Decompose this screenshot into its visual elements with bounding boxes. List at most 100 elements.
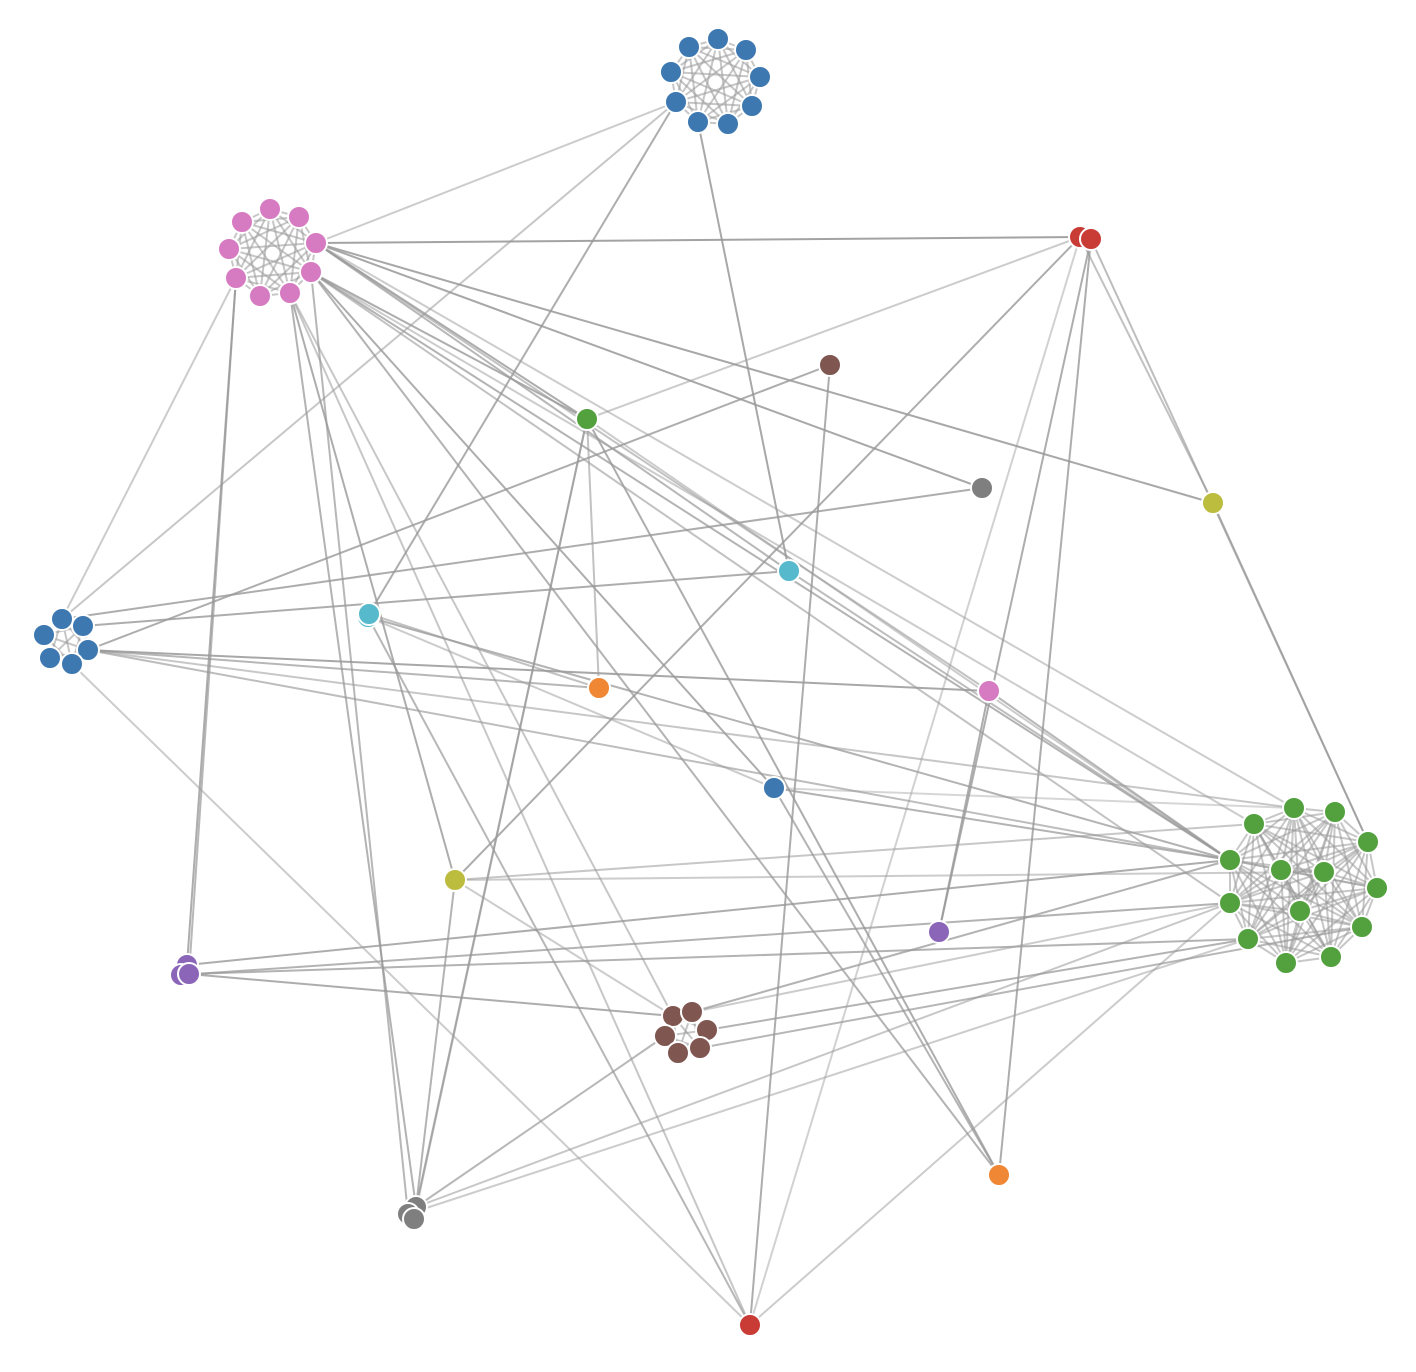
graph-node-green[interactable] — [1365, 876, 1389, 900]
graph-node-green[interactable] — [1350, 915, 1374, 939]
graph-node-brown[interactable] — [653, 1024, 677, 1048]
graph-link — [259, 208, 271, 297]
graph-node-pink[interactable] — [248, 284, 272, 308]
graph-link — [228, 242, 317, 250]
graph-node-pink[interactable] — [258, 197, 282, 221]
graph-node-brown[interactable] — [666, 1041, 690, 1065]
graph-node-blue[interactable] — [762, 776, 786, 800]
graph-node-green[interactable] — [1356, 830, 1380, 854]
graph-node-green[interactable] — [1282, 796, 1306, 820]
graph-link — [454, 823, 1255, 881]
graph-link — [235, 242, 317, 279]
graph-node-blue[interactable] — [71, 614, 95, 638]
graph-node-brown[interactable] — [680, 1000, 704, 1024]
graph-link — [310, 271, 1255, 825]
graph-node-gray[interactable] — [970, 476, 994, 500]
graph-link — [415, 879, 456, 1208]
graph-node-pink[interactable] — [977, 679, 1001, 703]
graph-link — [586, 418, 600, 689]
graph-node-pink[interactable] — [217, 237, 241, 261]
graph-node-brown[interactable] — [818, 353, 842, 377]
graph-link — [315, 101, 677, 244]
graph-link — [367, 616, 751, 1326]
graph-node-green[interactable] — [1242, 812, 1266, 836]
graph-node-green[interactable] — [1288, 899, 1312, 923]
graph-link — [749, 236, 1081, 1326]
graph-link — [235, 271, 312, 279]
graph-node-green[interactable] — [1323, 800, 1347, 824]
graph-node-olive[interactable] — [1201, 491, 1225, 515]
graph-link — [670, 71, 761, 78]
graph-node-red[interactable] — [1079, 227, 1103, 251]
graph-node-green[interactable] — [1274, 951, 1298, 975]
graph-link — [367, 616, 775, 789]
graph-link — [1247, 938, 1332, 958]
graph-link — [367, 616, 1231, 861]
graph-node-blue[interactable] — [32, 623, 56, 647]
graph-node-blue[interactable] — [659, 60, 683, 84]
graph-link — [188, 973, 674, 1017]
graph-node-green[interactable] — [1218, 848, 1242, 872]
graph-link — [61, 277, 237, 620]
graph-link — [289, 292, 674, 1017]
graph-node-pink[interactable] — [299, 260, 323, 284]
graph-node-pink[interactable] — [304, 231, 328, 255]
graph-link — [61, 487, 983, 620]
graph-link — [188, 277, 237, 975]
graph-node-brown[interactable] — [688, 1036, 712, 1060]
graph-node-cyan[interactable] — [357, 602, 381, 626]
graph-link — [1253, 823, 1369, 843]
graph-link — [61, 101, 677, 620]
graph-link — [697, 121, 790, 572]
graph-node-orange[interactable] — [587, 676, 611, 700]
graph-link — [749, 364, 831, 1326]
graph-link — [691, 859, 1231, 1013]
graph-node-blue[interactable] — [686, 110, 710, 134]
graph-node-pink[interactable] — [278, 281, 302, 305]
graph-node-purple[interactable] — [927, 920, 951, 944]
graph-node-blue[interactable] — [734, 38, 758, 62]
graph-node-pink[interactable] — [287, 205, 311, 229]
graph-node-orange[interactable] — [987, 1163, 1011, 1187]
graph-link — [699, 926, 1363, 1049]
graph-node-pink[interactable] — [224, 266, 248, 290]
graph-link — [413, 418, 588, 1220]
graph-node-green[interactable] — [1269, 858, 1293, 882]
graph-node-green[interactable] — [1319, 945, 1343, 969]
graph-link — [289, 292, 456, 881]
graph-node-blue[interactable] — [50, 607, 74, 631]
graph-link — [788, 570, 1231, 861]
graph-node-blue[interactable] — [748, 65, 772, 89]
graph-link — [71, 663, 751, 1326]
graph-node-blue[interactable] — [38, 646, 62, 670]
graph-node-blue[interactable] — [76, 638, 100, 662]
graph-link — [186, 859, 1231, 966]
graph-node-blue[interactable] — [740, 94, 764, 118]
graph-node-olive[interactable] — [443, 868, 467, 892]
graph-node-gray[interactable] — [402, 1207, 426, 1231]
graph-node-green[interactable] — [1312, 860, 1336, 884]
graph-node-red[interactable] — [738, 1313, 762, 1337]
graph-node-pink[interactable] — [230, 210, 254, 234]
graph-node-blue[interactable] — [706, 27, 730, 51]
graph-node-blue[interactable] — [60, 652, 84, 676]
graph-node-blue[interactable] — [677, 35, 701, 59]
graph-link — [1229, 807, 1295, 861]
graph-node-purple[interactable] — [177, 962, 201, 986]
graph-node-cyan[interactable] — [777, 559, 801, 583]
graph-link — [241, 221, 291, 294]
graph-link — [87, 364, 831, 651]
graph-link — [670, 71, 753, 107]
graph-link — [87, 649, 600, 689]
graph-link — [688, 46, 729, 125]
graph-node-blue[interactable] — [664, 90, 688, 114]
graph-link — [289, 292, 751, 1326]
graph-node-green[interactable] — [1218, 891, 1242, 915]
graph-link — [228, 248, 312, 273]
graph-node-green[interactable] — [575, 407, 599, 431]
graph-node-green[interactable] — [1236, 927, 1260, 951]
graph-node-blue[interactable] — [716, 112, 740, 136]
graph-link — [454, 236, 1081, 881]
graph-link — [1229, 841, 1369, 861]
